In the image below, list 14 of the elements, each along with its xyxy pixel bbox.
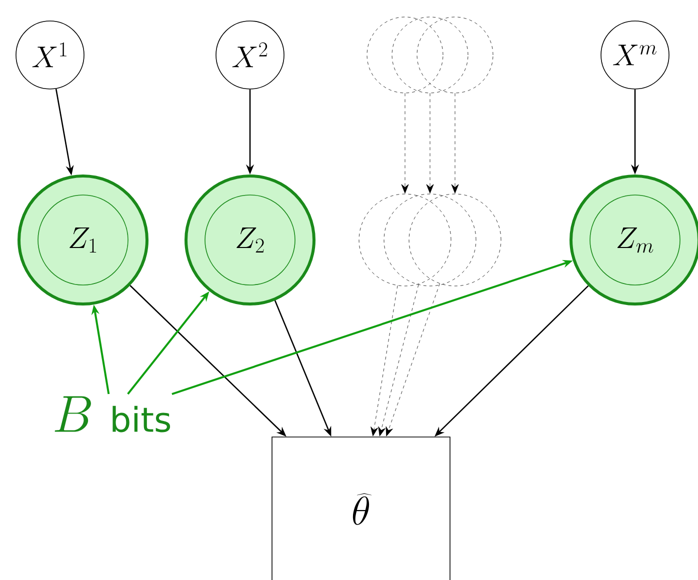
arrow: [378, 284, 419, 436]
dashed-circle: [416, 16, 494, 94]
dashed-circle: [408, 194, 502, 286]
arrow: [401, 93, 409, 194]
dashed-circle: [366, 16, 444, 94]
bits-label: $B$ bits: [54, 396, 170, 432]
arrow: [426, 93, 434, 194]
dashed-circle: [384, 194, 476, 286]
arrow: [370, 285, 398, 436]
arrow: [451, 93, 459, 194]
estimator-box: $\widehat{\theta}$: [272, 436, 450, 580]
arrow: [386, 283, 440, 436]
dashed-circle: [392, 16, 468, 94]
dashed-circle: [358, 194, 452, 286]
